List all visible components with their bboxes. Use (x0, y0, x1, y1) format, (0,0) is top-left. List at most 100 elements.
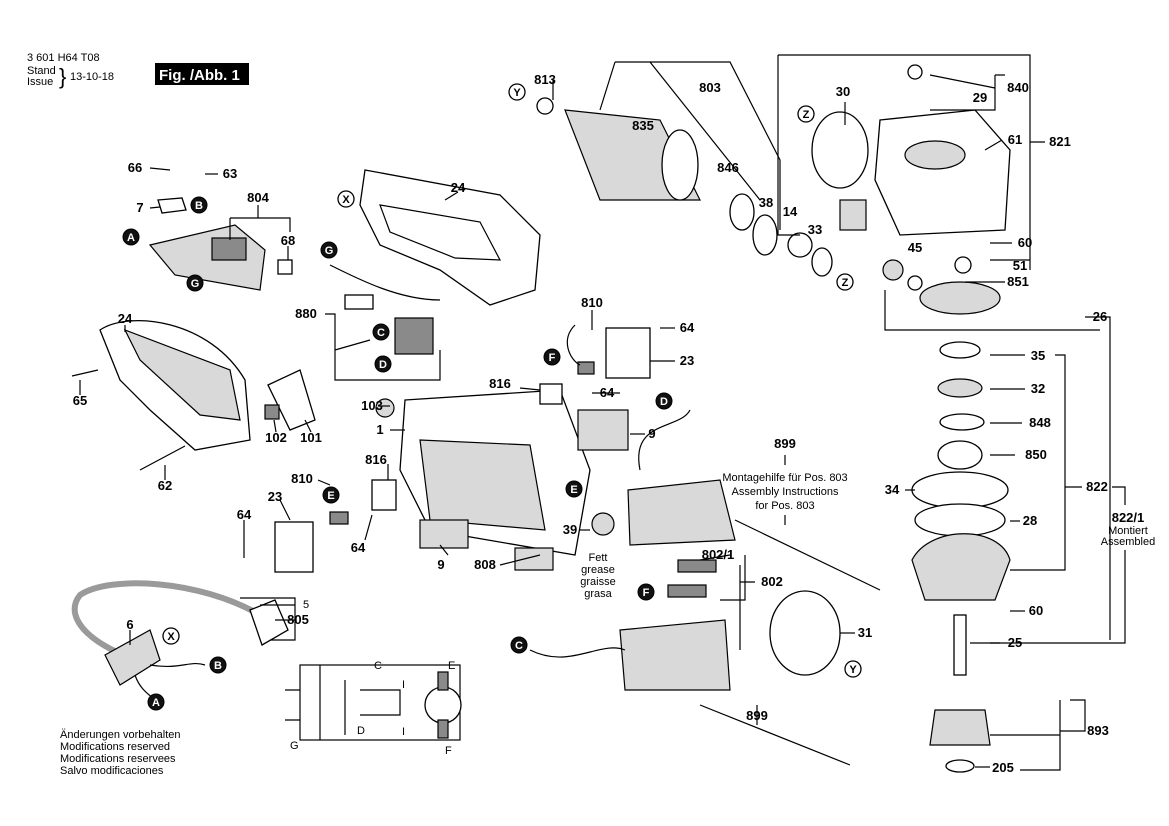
bearing-flange (911, 533, 1011, 601)
part-number: 840 (1007, 80, 1029, 95)
assembled-note: Montiert (1108, 525, 1148, 537)
brush-810 (577, 361, 595, 375)
spring-102 (264, 404, 280, 420)
part-number: 39 (563, 522, 577, 537)
part-number: 64 (237, 507, 252, 522)
header: 3 601 H64 T08 Stand Issue } 13-10-18 Fig… (27, 52, 249, 89)
part-number: 26 (1093, 309, 1107, 324)
figure-label: Fig. /Abb. 1 (159, 67, 240, 84)
leader-lines (79, 54, 1126, 771)
grease-note: grasa (584, 588, 612, 600)
issue-label: Issue (27, 76, 53, 88)
part-number: 805 (287, 612, 309, 627)
part-number: 810 (581, 295, 603, 310)
part-number-labels: 813 803 30 840 29 835 61 821 846 38 14 3… (73, 72, 1155, 775)
part-number: 822 (1086, 479, 1108, 494)
brace: } (59, 64, 66, 89)
part-103 (375, 398, 395, 418)
part-number: 810 (291, 471, 313, 486)
assembled-note: Assembled (1101, 536, 1155, 548)
power-cord (71, 580, 262, 663)
brush-holder-816b (371, 479, 397, 511)
part-number: 808 (474, 557, 496, 572)
bearing-14 (787, 232, 813, 258)
marker-c: C (510, 636, 528, 654)
gear-housing-821 (874, 109, 1011, 236)
part-number: 60 (1018, 235, 1032, 250)
part-number: 802 (761, 574, 783, 589)
svg-text:D: D (379, 359, 387, 371)
svg-text:Z: Z (842, 277, 849, 289)
issue-date: 13-10-18 (70, 71, 114, 83)
part-number: 63 (223, 166, 237, 181)
svg-text:A: A (152, 697, 160, 709)
cable-880 (329, 264, 441, 301)
label-9b (577, 409, 629, 451)
part-number: 816 (489, 376, 511, 391)
part-number: 9 (437, 557, 444, 572)
part-number: 880 (295, 306, 317, 321)
brush-810b (329, 511, 349, 525)
stand-label: Stand (27, 65, 56, 77)
part-number: 45 (908, 240, 922, 255)
ring-848 (939, 413, 985, 431)
schematic-label-c: C (374, 660, 382, 672)
part-number: 9 (648, 426, 655, 441)
switch-880 (394, 317, 434, 355)
part-number: 851 (1007, 274, 1029, 289)
part-number: 60 (1029, 603, 1043, 618)
marker-g: G (320, 241, 338, 259)
grease-note: graisse (580, 576, 615, 588)
part-number: 30 (836, 84, 850, 99)
marker-d: D (655, 392, 673, 410)
part-number: 821 (1049, 134, 1071, 149)
footer-notes: Änderungen vorbehalten Modifications res… (60, 729, 180, 777)
assembly-strip-899 (734, 519, 881, 591)
assembled-number: 822/1 (1112, 510, 1145, 525)
part-number: 23 (680, 353, 694, 368)
part-number: 14 (783, 204, 798, 219)
field-coil-upper (627, 479, 736, 546)
marker-y: Y (844, 660, 862, 678)
marker-b: B (209, 656, 227, 674)
marker-c: C (372, 323, 390, 341)
schematic-label-e: E (448, 660, 455, 672)
field-coil-lower (619, 619, 731, 691)
marker-x: X (337, 190, 355, 208)
part-846 (729, 193, 755, 231)
part-number: 848 (1029, 415, 1051, 430)
marker-a: A (122, 228, 140, 246)
part-number: 5 (303, 599, 309, 611)
part-number: 23 (268, 489, 282, 504)
part-number: 803 (699, 80, 721, 95)
assembly-note: Montagehilfe für Pos. 803 (722, 472, 847, 484)
svg-text:E: E (570, 484, 577, 496)
footer-note: Modifications reserved (60, 741, 170, 753)
assembly-note: Assembly Instructions (732, 486, 839, 498)
part-number: 802/1 (702, 547, 735, 562)
svg-text:G: G (191, 278, 200, 290)
marker-e: E (565, 480, 583, 498)
schematic-label-i2: I (402, 726, 405, 738)
part-number: 24 (118, 311, 133, 326)
marker-x: X (162, 627, 180, 645)
svg-text:D: D (660, 396, 668, 408)
part-7 (157, 197, 187, 214)
part-number: 64 (680, 320, 695, 335)
screw-62 (139, 445, 186, 471)
footer-note: Salvo modificaciones (60, 765, 164, 777)
part-number: 64 (600, 385, 615, 400)
bearing-813 (536, 97, 554, 115)
part-number: 101 (300, 430, 322, 445)
brush-holder-816 (539, 383, 563, 405)
schematic-label-f: F (445, 745, 452, 757)
svg-text:C: C (377, 327, 385, 339)
doc-number: 3 601 H64 T08 (27, 52, 100, 64)
marker-y: Y (508, 83, 526, 101)
marker-e: E (322, 486, 340, 504)
wiring-schematic: C E G D I I F (285, 660, 462, 757)
part-number: 205 (992, 760, 1014, 775)
part-number: 846 (717, 160, 739, 175)
marker-d: D (374, 355, 392, 373)
